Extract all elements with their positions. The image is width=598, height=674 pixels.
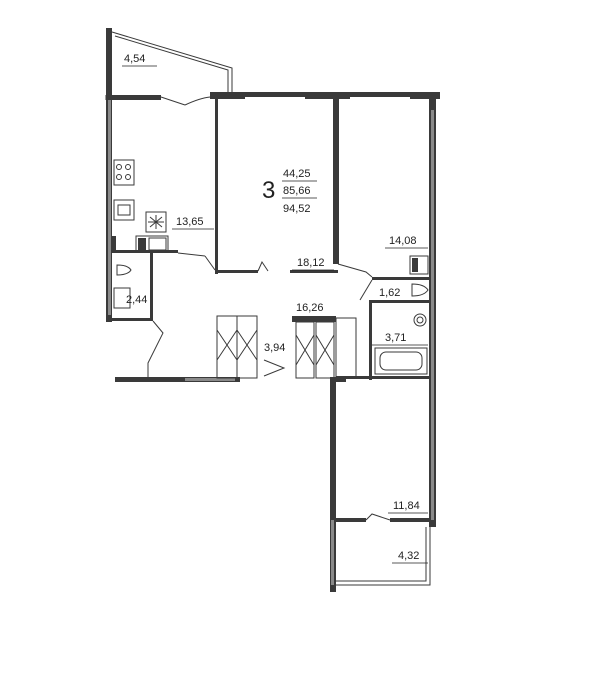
label-bathroom-left: 2,44	[126, 294, 147, 306]
label-wc: 1,62	[379, 287, 400, 299]
label-wardrobe: 3,94	[264, 342, 285, 354]
interior-walls	[112, 99, 431, 522]
bathroom-right-fixtures	[374, 255, 429, 375]
total-area: 85,66	[283, 185, 311, 197]
total-with-balcony: 94,52	[283, 203, 311, 215]
label-hall: 16,26	[296, 302, 324, 314]
balcony-bottom-outline	[336, 527, 431, 586]
label-room-right: 14,08	[389, 235, 417, 247]
apartment-summary: 3 44,25 85,66 94,52	[262, 168, 317, 215]
doors	[147, 96, 391, 521]
label-balcony-bottom: 4,32	[398, 550, 419, 562]
wardrobe	[216, 315, 357, 379]
balcony-top-outline	[111, 31, 233, 92]
windows	[105, 94, 410, 100]
room-labels: 4,54 13,65 18,12 14,08 1,62 2,44 16,26 3…	[122, 53, 428, 564]
bathroom-left-fixtures	[113, 264, 132, 309]
label-kitchen: 13,65	[176, 216, 204, 228]
living-area: 44,25	[283, 168, 311, 180]
kitchen-fixtures	[112, 159, 169, 253]
exterior-walls	[106, 28, 440, 592]
label-bathroom: 3,71	[385, 332, 406, 344]
label-balcony-top: 4,54	[124, 53, 145, 65]
label-room-bottom: 11,84	[393, 500, 420, 512]
label-bedroom-center: 18,12	[297, 257, 325, 269]
rooms-count: 3	[262, 177, 275, 204]
